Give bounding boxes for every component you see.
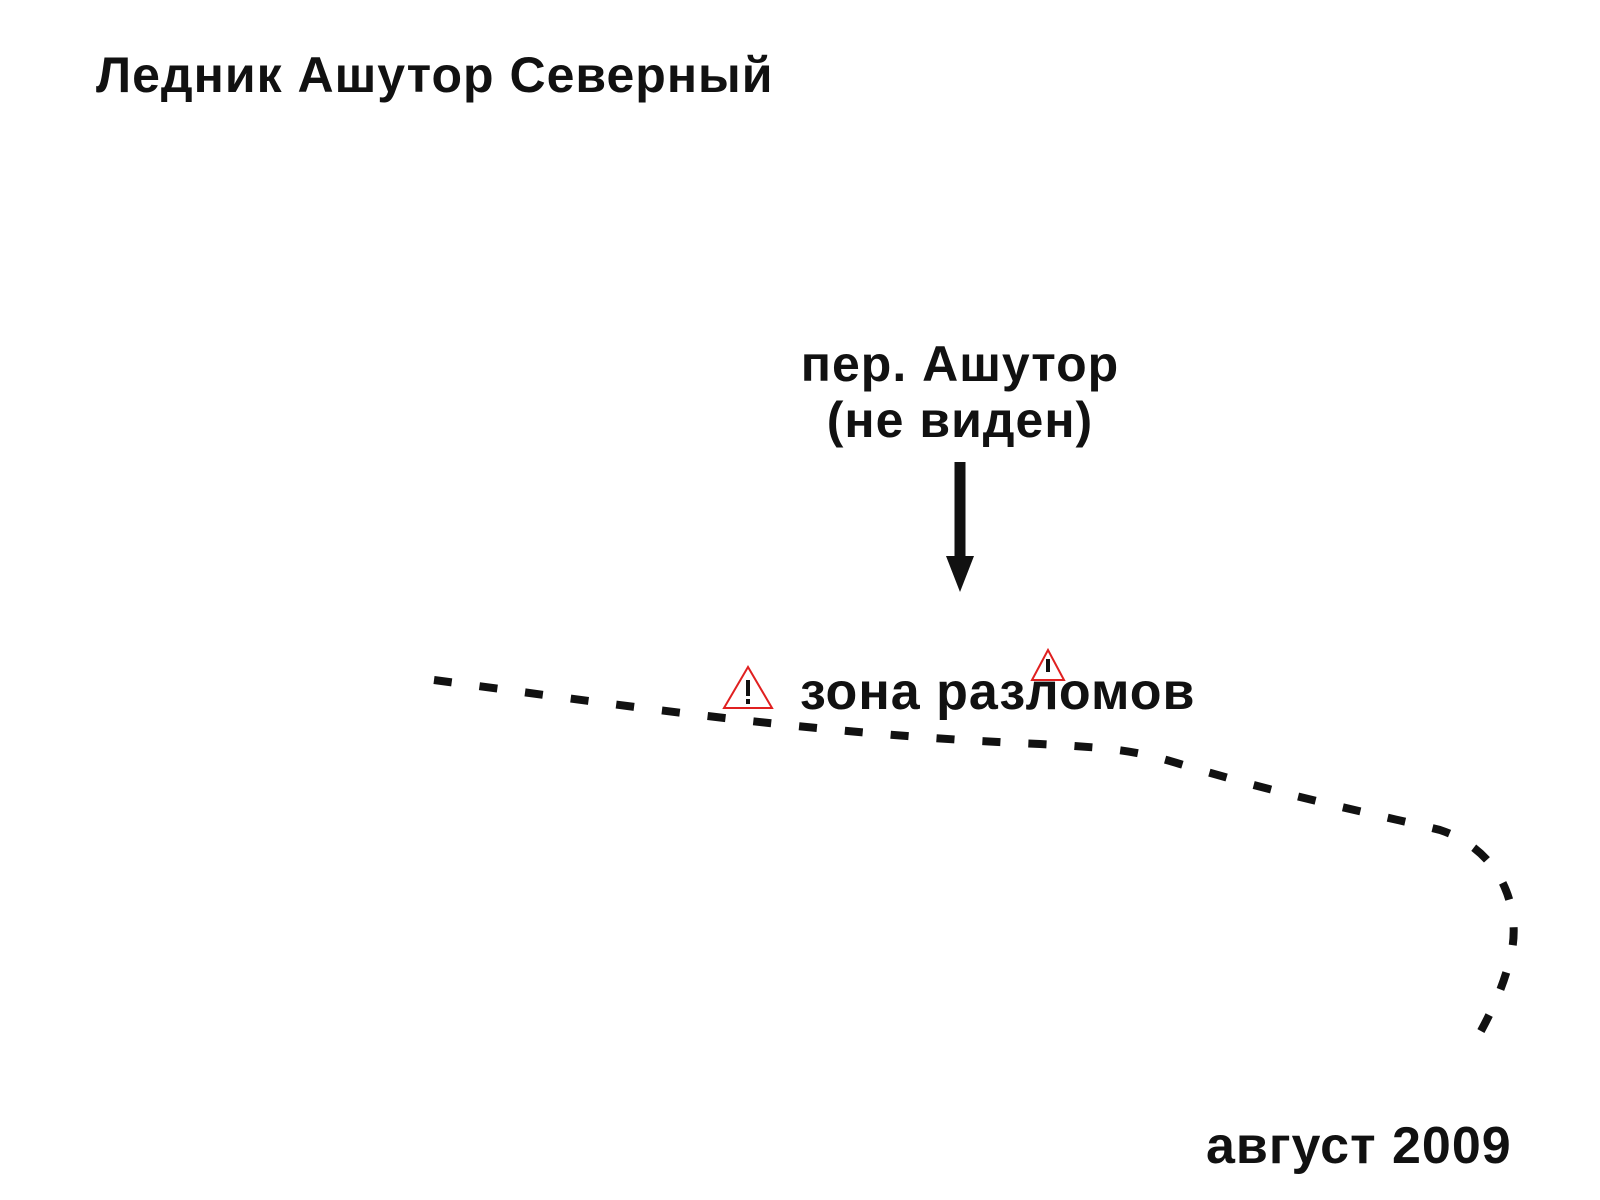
pass-arrow [946, 462, 974, 592]
date-label: август 2009 [1206, 1117, 1512, 1175]
pass-label: пер. Ашутор (не виден) [760, 336, 1160, 448]
diagram-title: Ледник Ашутор Северный [96, 47, 774, 103]
pass-note: (не виден) [826, 392, 1094, 448]
route-dashed-line [433, 676, 1518, 1042]
pass-name: пер. Ашутор [800, 336, 1120, 392]
rift-zone-label: зона разломов [800, 663, 1196, 721]
warning-triangle-icon [722, 665, 774, 709]
warning-triangle-icon [1030, 647, 1066, 681]
